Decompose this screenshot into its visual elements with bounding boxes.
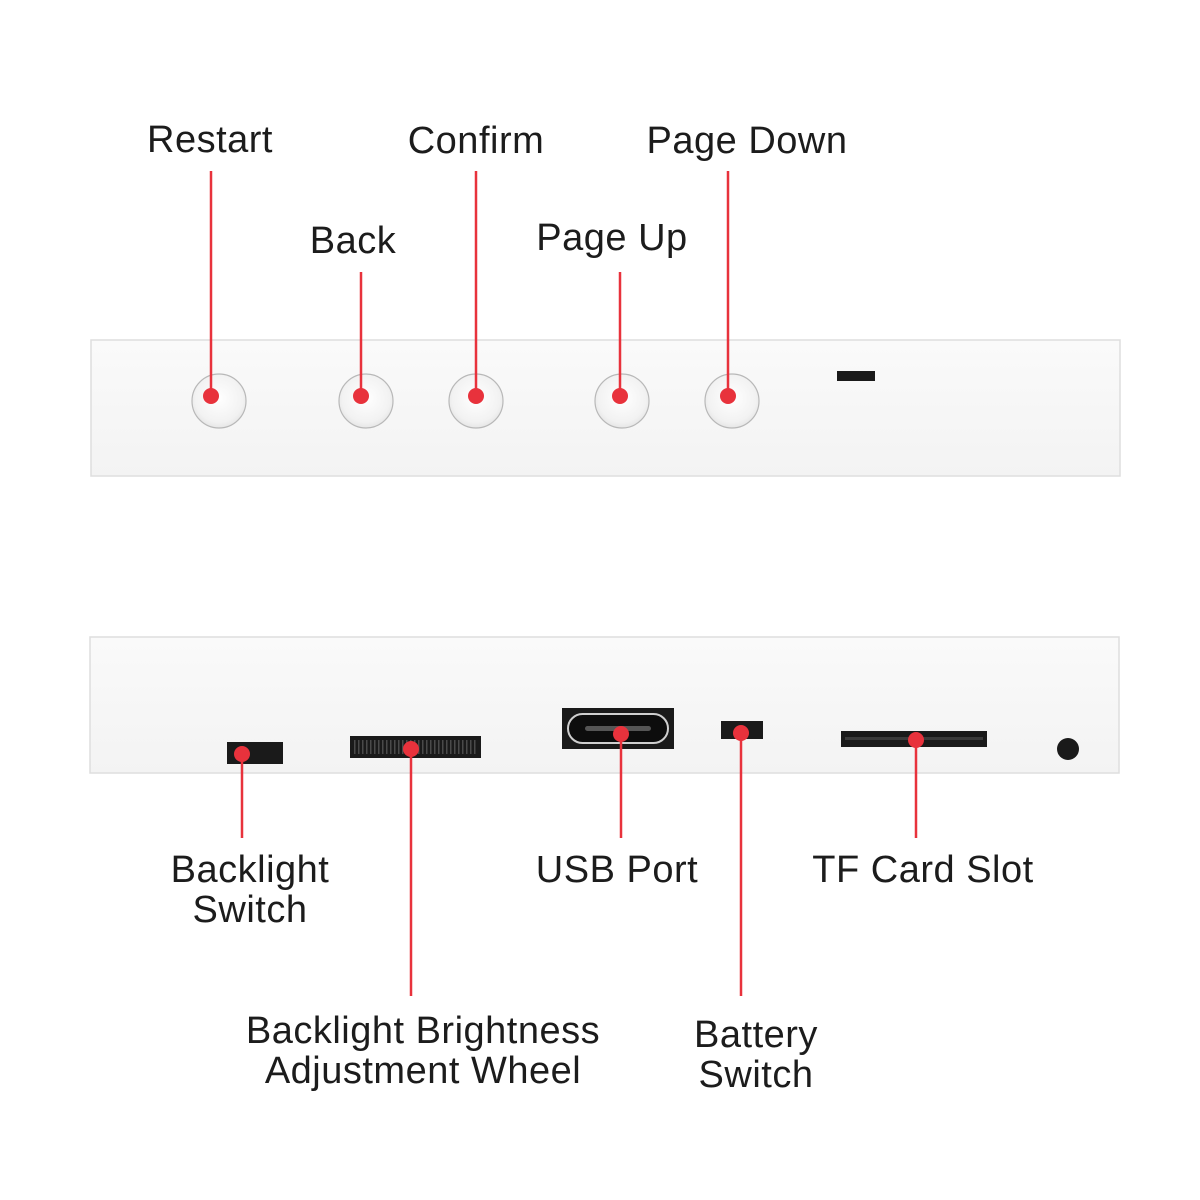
wheel-ridge <box>458 740 460 754</box>
back-marker-dot <box>353 388 369 404</box>
wheel-ridge <box>374 740 376 754</box>
wheel-ridge <box>430 740 432 754</box>
backlight-switch-label-line-2: Switch <box>192 889 308 931</box>
battery-switch-label-line-2: Switch <box>698 1054 814 1096</box>
wheel-ridge <box>434 740 436 754</box>
backlight-switch-label-line-1: Backlight <box>170 849 330 891</box>
brightness-wheel-label: Backlight Brightness Adjustment Wheel <box>223 1011 623 1091</box>
wheel-ridge <box>418 740 420 754</box>
wheel-ridge <box>358 740 360 754</box>
wheel-ridge <box>394 740 396 754</box>
top-panel <box>90 339 1121 477</box>
tf-card-slot-label: TF Card Slot <box>812 849 1034 891</box>
wheel-ridge <box>470 740 472 754</box>
pinhole <box>1057 738 1079 760</box>
restart-button <box>191 373 247 429</box>
wheel-ridge <box>382 740 384 754</box>
usb-port-label: USB Port <box>535 849 699 891</box>
backlight-switch-label: Backlight Switch <box>130 850 370 930</box>
wheel-ridge <box>450 740 452 754</box>
page-down-marker-dot <box>720 388 736 404</box>
brightness-wheel-label-line-2: Adjustment Wheel <box>264 1050 582 1092</box>
wheel-ridge <box>370 740 372 754</box>
wheel-ridge <box>366 740 368 754</box>
wheel-ridge <box>354 740 356 754</box>
page-down-label: Page Down <box>646 120 848 162</box>
wheel-ridge <box>454 740 456 754</box>
wheel-ridge <box>386 740 388 754</box>
wheel-ridge <box>466 740 468 754</box>
top-callouts <box>203 171 736 404</box>
bottom-callouts <box>234 725 924 996</box>
wheel-ridge <box>438 740 440 754</box>
page-up-marker-dot <box>612 388 628 404</box>
wheel-ridge <box>442 740 444 754</box>
wheel-ridge <box>426 740 428 754</box>
wheel-ridge <box>402 740 404 754</box>
back-label: Back <box>309 220 397 262</box>
wheel-ridge <box>422 740 424 754</box>
restart-marker-dot <box>203 388 219 404</box>
wheel-ridge <box>446 740 448 754</box>
indicator-slot <box>837 371 875 381</box>
battery-switch-label: Battery Switch <box>646 1015 866 1095</box>
confirm-marker-dot <box>468 388 484 404</box>
wheel-ridge <box>362 740 364 754</box>
battery-switch-label-line-1: Battery <box>694 1014 818 1056</box>
wheel-ridge <box>378 740 380 754</box>
page-up-label: Page Up <box>536 217 688 259</box>
confirm-label: Confirm <box>407 120 545 162</box>
wheel-ridge <box>474 740 476 754</box>
wheel-ridge <box>390 740 392 754</box>
wheel-ridge <box>398 740 400 754</box>
wheel-ridge <box>462 740 464 754</box>
brightness-wheel-label-line-1: Backlight Brightness <box>245 1010 601 1052</box>
restart-label: Restart <box>147 119 273 161</box>
